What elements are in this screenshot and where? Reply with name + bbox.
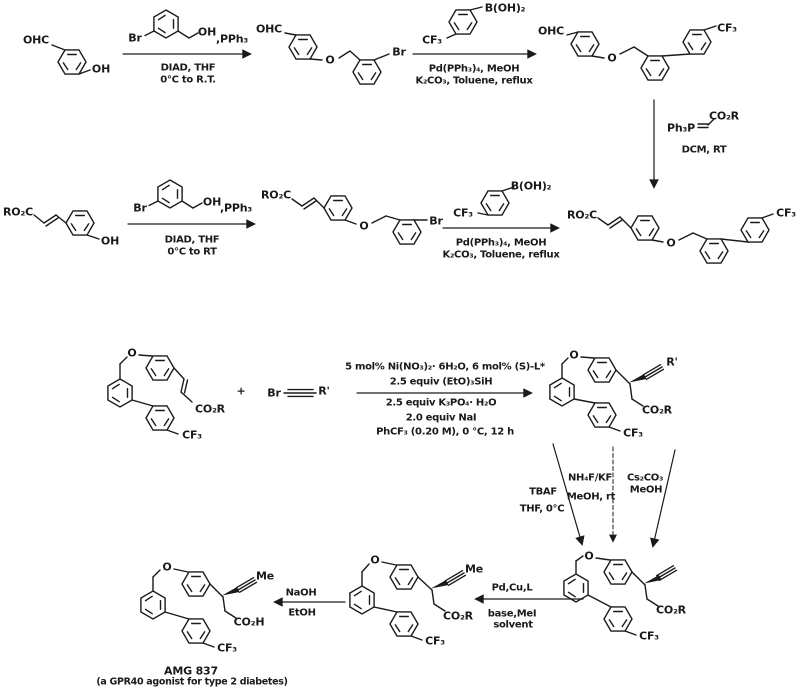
condition-ni-above2: 2.5 equiv (EtO)₃SiH <box>389 376 493 388</box>
condition-tbaf-line2: THF, 0°C <box>519 503 565 515</box>
atom-label-cf3-reagent1: CF₃ <box>422 33 442 47</box>
atom-label-rprime-alkyne: R' <box>318 384 330 398</box>
condition-nh4f-line2: MeOH, rt <box>566 491 616 503</box>
atom-label-oh-1: OH <box>91 62 111 76</box>
atom-label-oh-4: OH <box>100 234 120 248</box>
condition-wittig: DCM, RT <box>681 144 727 156</box>
atom-label-boh2-1: B(OH)₂ <box>484 1 526 15</box>
atom-label-cf3-9: CF₃ <box>217 641 237 655</box>
atom-label-ph3p: Ph₃P <box>667 121 695 135</box>
atom-label-co2r-7: CO₂R <box>195 402 225 416</box>
atom-label-br-alkyne: Br <box>267 386 281 400</box>
atom-label-co2h: CO₂H <box>233 615 265 629</box>
product-note: (a GPR40 agonist for type 2 diabetes) <box>96 676 288 688</box>
atom-label-o-2: O <box>325 53 335 67</box>
atom-label-o-7: O <box>127 346 137 360</box>
product-name: AMG 837 <box>164 664 218 678</box>
structure-terminal-alkyne-ester <box>563 555 678 636</box>
atom-label-co2r-8: CO₂R <box>642 403 672 417</box>
atom-label-me-10: Me <box>464 562 484 576</box>
structure-biaryl-aldehyde <box>566 25 717 81</box>
condition-cs2co3-line2: MeOH <box>629 484 663 496</box>
condition-suzuki1-line2: K₂CO₃, Toluene, reflux <box>415 75 533 87</box>
atom-label-cf3-10: CF₃ <box>425 634 445 648</box>
atom-label-o-8: O <box>569 348 579 362</box>
atom-label-o-6: O <box>666 236 676 250</box>
reagent-bromobenzyl-alcohol-1 <box>144 9 199 39</box>
structure-methyl-alkyne-ester <box>349 561 467 641</box>
atom-label-o-5: O <box>359 219 369 233</box>
condition-suzuki1-line1: Pd(PPh₃)₄, MeOH <box>428 63 520 75</box>
condition-mitsunobu2-line2: 0°C to RT <box>167 246 217 258</box>
condition-mitsunobu1-line2: 0°C to R.T. <box>160 74 216 86</box>
atom-label-oh-reagent1: OH <box>197 25 217 39</box>
atom-label-cf3-3: CF₃ <box>717 21 737 35</box>
atom-label-cf3-7: CF₃ <box>182 428 202 442</box>
atom-label-cf3-reagent2: CF₃ <box>453 206 473 220</box>
arrow-tbaf <box>552 443 585 546</box>
condition-hydrolysis-line1: NaOH <box>285 587 317 599</box>
atom-label-br-2: Br <box>392 45 406 59</box>
condition-methylation-line2: base,MeI <box>487 608 537 620</box>
atom-label-co2r-wittig: CO₂R <box>709 109 739 123</box>
structure-amg-837 <box>140 568 258 648</box>
reagent-cf3-phenylboronic-acid-1 <box>446 6 483 39</box>
condition-cs2co3-line1: Cs₂CO₃ <box>626 472 664 484</box>
condition-methylation-line1: Pd,Cu,L <box>491 582 533 594</box>
atom-label-oh-reagent2: OH <box>202 195 222 209</box>
condition-hydrolysis-line2: EtOH <box>288 607 316 619</box>
atom-label-me-9: Me <box>255 569 275 583</box>
atom-label-ohc-2: OHC <box>255 22 283 36</box>
structure-aryl-ether-bromide-ester <box>291 195 428 245</box>
atom-label-br-reagent1: Br <box>128 31 142 45</box>
arrow-cs2co3 <box>650 449 676 548</box>
atom-label-ohc-3: OHC <box>537 24 565 38</box>
condition-ni-below3: PhCF₃ (0.20 M), 0 °C, 12 h <box>376 426 514 438</box>
atom-label-boh2-2: B(OH)₂ <box>510 179 552 193</box>
atom-label-co2r-11: CO₂R <box>656 603 686 617</box>
condition-ni-above1: 5 mol% Ni(NO₃)₂· 6H₂O, 6 mol% (S)-L* <box>345 361 545 373</box>
atom-label-pph3-2: ,PPh₃ <box>220 201 252 215</box>
reagent-cf3-phenylboronic-acid-2 <box>477 186 515 216</box>
condition-suzuki2-line1: Pd(PPh₃)₄, MeOH <box>455 237 547 249</box>
plus-sign: + <box>236 384 246 398</box>
condition-mitsunobu2-line1: DIAD, THF <box>164 234 220 246</box>
atom-label-ro2c-2: RO₂C <box>261 188 291 202</box>
condition-mitsunobu1-line1: DIAD, THF <box>160 62 216 74</box>
structure-alkyne-adduct <box>549 356 665 432</box>
condition-tbaf-line1: TBAF <box>529 486 557 498</box>
atom-label-co2r-10: CO₂R <box>443 609 473 623</box>
reagent-wittig-ylide <box>697 118 715 129</box>
atom-label-o-3: O <box>607 51 617 65</box>
atom-label-o-9: O <box>162 560 172 574</box>
atom-label-ro2c-3: RO₂C <box>567 208 597 222</box>
structure-hydroxybenzaldehyde <box>51 44 91 75</box>
atom-label-o-11: O <box>584 549 594 563</box>
atom-label-ro2c-1: RO₂C <box>3 205 33 219</box>
structure-hydroxycinnamate <box>33 210 100 240</box>
condition-nh4f-line1: NH₄F/KF <box>567 472 613 484</box>
atom-label-ohc-1: OHC <box>22 33 50 47</box>
atom-label-cf3-6: CF₃ <box>776 206 796 220</box>
atom-label-br-5: Br <box>429 214 443 228</box>
atom-label-pph3-1: ,PPh₃ <box>216 32 248 46</box>
structure-aryl-ether-bromide-aldehyde <box>284 32 390 85</box>
condition-ni-below2: 2.0 equiv NaI <box>405 412 477 424</box>
atom-label-rprime-8: R' <box>666 355 678 369</box>
condition-suzuki2-line2: K₂CO₃, Toluene, reflux <box>442 249 560 261</box>
structure-cinnamate-substrate <box>107 354 193 435</box>
atom-label-cf3-11: CF₃ <box>639 629 659 643</box>
atom-label-br-reagent2: Br <box>133 201 147 215</box>
atom-label-o-10: O <box>370 553 380 567</box>
condition-methylation-line3: solvent <box>493 619 533 631</box>
reagent-bromoalkyne <box>283 388 317 398</box>
condition-ni-below1: 2.5 equiv K₃PO₄· H₂O <box>385 397 497 409</box>
atom-label-cf3-8: CF₃ <box>623 426 643 440</box>
reagent-bromobenzyl-alcohol-2 <box>148 179 203 209</box>
structure-biaryl-cinnamate <box>597 213 774 264</box>
